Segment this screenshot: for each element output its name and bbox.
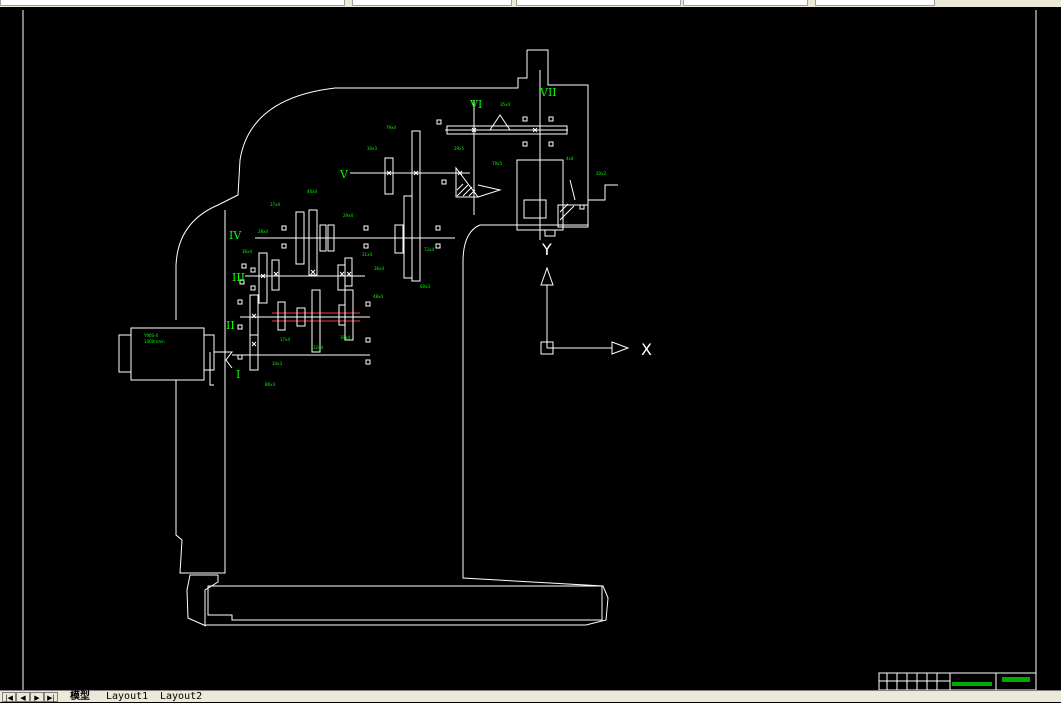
shafts — [232, 70, 568, 356]
last-tab-button[interactable]: ▶| — [44, 692, 58, 702]
svg-text:28x4: 28x4 — [258, 229, 268, 234]
svg-text:79x4: 79x4 — [386, 125, 396, 130]
toolbar-field[interactable] — [0, 0, 345, 6]
gear-mesh-marks — [251, 127, 538, 347]
svg-text:29x4: 29x4 — [343, 213, 353, 218]
title-block — [878, 672, 1037, 690]
svg-text:29x5: 29x5 — [454, 146, 464, 151]
ucs-icon — [540, 266, 630, 355]
tab-layout1[interactable]: Layout1 — [106, 691, 149, 702]
bearings — [237, 116, 585, 365]
toolbar-field[interactable] — [516, 0, 681, 6]
toolbar-field[interactable] — [352, 0, 512, 6]
svg-text:31x4: 31x4 — [362, 252, 372, 257]
gears — [249, 114, 618, 371]
electric-motor — [118, 327, 233, 381]
tab-layout2[interactable]: Layout2 — [160, 691, 203, 702]
toolbar-field[interactable] — [683, 0, 808, 6]
shaft-numerals: I II III IV V VI VII — [226, 86, 557, 381]
svg-text:79x5: 79x5 — [492, 161, 502, 166]
prev-tab-button[interactable]: ◀ — [16, 692, 30, 702]
svg-text:48x4: 48x4 — [373, 294, 383, 299]
first-tab-button[interactable]: |◀ — [2, 692, 16, 702]
next-tab-button[interactable]: ▶ — [30, 692, 44, 702]
svg-text:37x4: 37x4 — [270, 202, 280, 207]
layout-tab-bar: |◀ ◀ ▶ ▶| 模型 Layout1 Layout2 — [0, 690, 1061, 702]
tab-model[interactable]: 模型 — [70, 691, 90, 702]
svg-text:60x3: 60x3 — [420, 284, 430, 289]
toolbar-field[interactable] — [815, 0, 935, 6]
svg-text:17x4: 17x4 — [280, 337, 290, 342]
machine-frame-outline — [175, 49, 609, 627]
drawing-frame — [22, 10, 1037, 690]
svg-text:36x4: 36x4 — [242, 249, 252, 254]
shaft-label-i: I — [236, 368, 240, 381]
shaft-label-iv: IV — [229, 229, 242, 242]
svg-text:39x4: 39x4 — [340, 335, 350, 340]
svg-text:35x4: 35x4 — [500, 102, 510, 107]
svg-text:4x4: 4x4 — [566, 156, 574, 161]
shaft-label-ii: II — [226, 319, 235, 332]
shaft-label-v: V — [339, 168, 349, 181]
toolbar-strip — [0, 0, 1061, 7]
shaft-label-vii: VII — [539, 86, 557, 99]
ucs-x-label: X — [641, 340, 652, 359]
shaft-label-vi: VI — [469, 98, 482, 111]
ucs-labels: X Y — [541, 240, 652, 359]
ucs-y-label: Y — [541, 240, 552, 259]
svg-text:1400r/min: 1400r/min — [144, 339, 165, 344]
svg-text:36x4: 36x4 — [374, 266, 384, 271]
svg-text:30x3: 30x3 — [367, 146, 377, 151]
svg-text:86x3: 86x3 — [265, 382, 275, 387]
svg-text:20x2: 20x2 — [596, 171, 606, 176]
hatching — [456, 183, 575, 221]
svg-text:Y90S-4: Y90S-4 — [143, 333, 159, 338]
svg-text:72x4: 72x4 — [424, 247, 434, 252]
svg-text:32x4: 32x4 — [313, 345, 323, 350]
shaft-label-iii: III — [232, 271, 245, 284]
svg-text:34x3: 34x3 — [272, 361, 282, 366]
svg-text:44x4: 44x4 — [307, 189, 317, 194]
